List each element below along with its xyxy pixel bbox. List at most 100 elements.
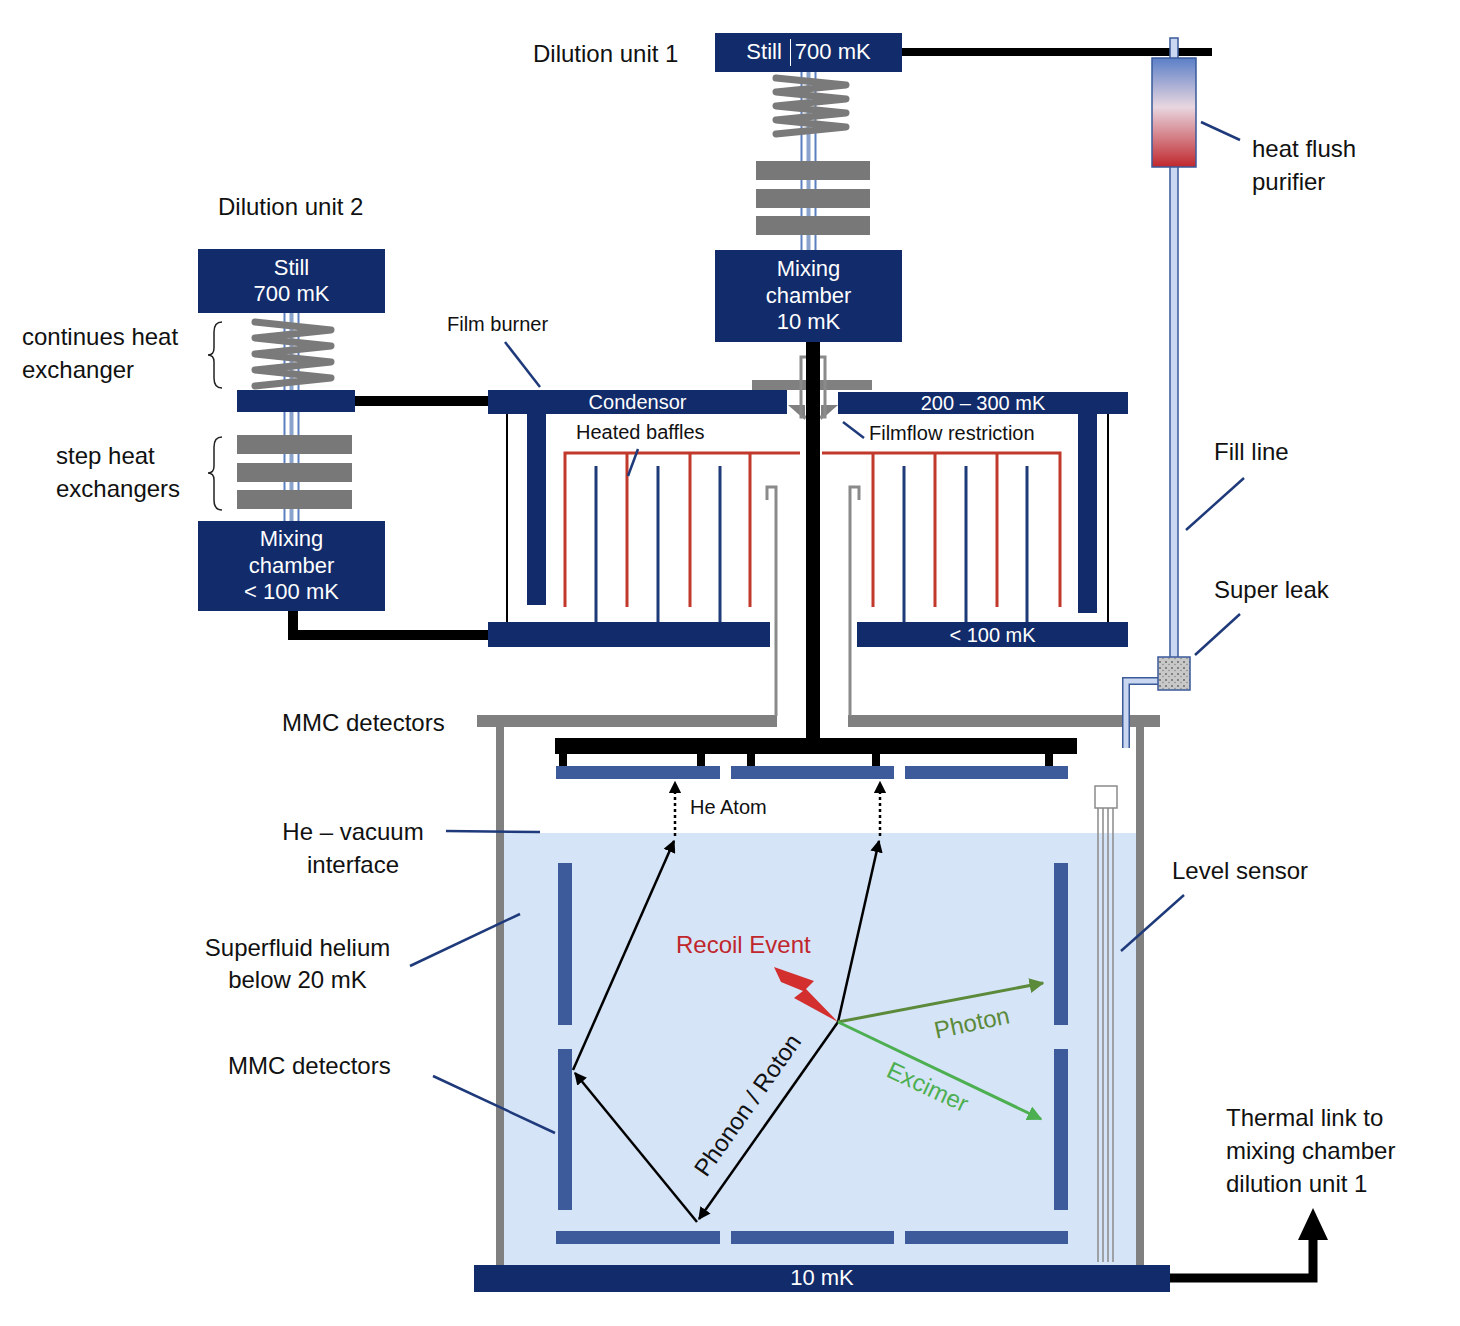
- part-label: Photon: [920, 999, 1024, 1048]
- level-sensor: [1107, 808, 1109, 1262]
- holder-leg: [697, 754, 705, 766]
- part-label: Heated baffles: [576, 420, 736, 444]
- mmc-detector: [558, 863, 572, 1025]
- mmc-detector: [1054, 863, 1068, 1025]
- node-text: < 100 mK: [949, 624, 1035, 646]
- super-leak: [1158, 657, 1190, 690]
- mmc-detector: [556, 766, 720, 779]
- mmc-detector: [556, 1231, 720, 1244]
- leader-line: [1186, 478, 1244, 530]
- node-text: 10 mK: [777, 309, 841, 335]
- phonon-path: [575, 1073, 697, 1222]
- thermal-link: [355, 396, 488, 406]
- node-text: 10 mK: [790, 1266, 854, 1290]
- node-text: < 100 mK: [244, 579, 339, 605]
- part-label: continues heat exchanger: [22, 320, 207, 386]
- part-label: MMC detectors: [228, 1052, 418, 1081]
- part-label: He – vacuum interface: [268, 815, 438, 881]
- leader-line: [446, 831, 540, 832]
- part-label: Dilution unit 1: [533, 40, 713, 69]
- part-label: MMC detectors: [282, 709, 467, 738]
- fill-line: [1126, 681, 1158, 748]
- component-box: Mixing chamber10 mK: [715, 250, 902, 342]
- cell-wall: [1136, 722, 1144, 1267]
- heated-baffle: [565, 453, 1060, 607]
- mmc-detector: [905, 1231, 1068, 1244]
- node-text: 700 mK: [254, 281, 330, 307]
- holder-leg: [1045, 754, 1053, 766]
- part-label: step heat exchangers: [56, 439, 206, 505]
- thermal-link: [293, 611, 488, 635]
- condenser-wall: [527, 414, 546, 605]
- cold-plate: [488, 622, 770, 647]
- heat-exchanger-plate: [237, 390, 355, 412]
- leader-line: [505, 342, 540, 387]
- leader-line: [1201, 122, 1240, 140]
- condenser-can: [506, 414, 508, 622]
- leader-line: [628, 449, 638, 476]
- component-box: 10 mK: [474, 1265, 1170, 1292]
- component-box: < 100 mK: [857, 622, 1128, 647]
- thermal-rod: [806, 342, 820, 740]
- part-label: Super leak: [1214, 576, 1354, 605]
- step-heat-exchanger: [237, 435, 352, 454]
- cold-baffle: [596, 466, 1027, 622]
- part-label: Film burner: [447, 312, 587, 336]
- brace: [208, 322, 222, 388]
- node-text: Mixing chamber: [744, 256, 874, 309]
- node-text: Condensor: [589, 391, 687, 413]
- node-text: 200 – 300 mK: [921, 392, 1046, 414]
- condenser-can: [1107, 414, 1109, 622]
- lightning-bolt: [774, 967, 838, 1022]
- level-sensor: [1097, 808, 1099, 1262]
- part-label: Level sensor: [1172, 857, 1337, 886]
- phonon-path: [573, 841, 674, 1070]
- mmc-detector: [1054, 1049, 1068, 1210]
- part-label: Superfluid helium below 20 mK: [185, 932, 410, 996]
- component-box: 200 – 300 mK: [838, 392, 1128, 414]
- pump-line: [902, 48, 1212, 56]
- part-label: Filmflow restriction: [869, 421, 1074, 445]
- he-atom-path: [674, 782, 677, 836]
- fill-line: [1126, 681, 1158, 748]
- step-heat-exchanger: [756, 216, 870, 235]
- part-label: Dilution unit 2: [218, 193, 398, 222]
- he-atom-path: [879, 782, 882, 836]
- mmc-detector: [905, 766, 1068, 779]
- component-box: Still700 mK: [198, 249, 385, 313]
- part-label: Excimer: [874, 1052, 981, 1122]
- superfluid-helium: [503, 833, 1137, 1265]
- component-box: Condensor: [488, 390, 787, 414]
- step-heat-exchanger: [237, 490, 352, 509]
- gas-tube: [850, 487, 859, 716]
- component-box: Mixing chamber< 100 mK: [198, 521, 385, 611]
- holder-leg: [747, 754, 755, 766]
- continuous-heat-exchanger: [255, 322, 331, 386]
- step-heat-exchanger: [237, 463, 352, 482]
- mmc-detector: [558, 1049, 572, 1210]
- node-text: Still: [274, 255, 309, 281]
- continuous-heat-exchanger: [776, 78, 846, 134]
- heat-flush-purifier: [1152, 58, 1196, 167]
- leader-line: [1121, 895, 1184, 951]
- part-label: Recoil Event: [676, 931, 836, 960]
- thermal-link: [1170, 1238, 1313, 1278]
- mmc-detector: [731, 1231, 894, 1244]
- node-text: 700 mK: [790, 39, 871, 65]
- leader-line: [843, 422, 864, 438]
- holder-leg: [559, 754, 567, 766]
- mmc-detector: [731, 766, 894, 779]
- level-sensor: [1102, 808, 1104, 1262]
- cell-lid: [477, 715, 777, 727]
- phonon-path: [838, 841, 879, 1022]
- part-label: Thermal link to mixing chamber dilution …: [1226, 1101, 1436, 1200]
- cell-wall: [496, 722, 504, 1267]
- level-sensor: [1112, 808, 1114, 1262]
- leader-line: [410, 914, 520, 966]
- arrow-head: [1298, 1208, 1328, 1240]
- leader-line: [1195, 614, 1240, 655]
- node-text: Still: [746, 39, 781, 65]
- part-label: Fill line: [1214, 438, 1334, 467]
